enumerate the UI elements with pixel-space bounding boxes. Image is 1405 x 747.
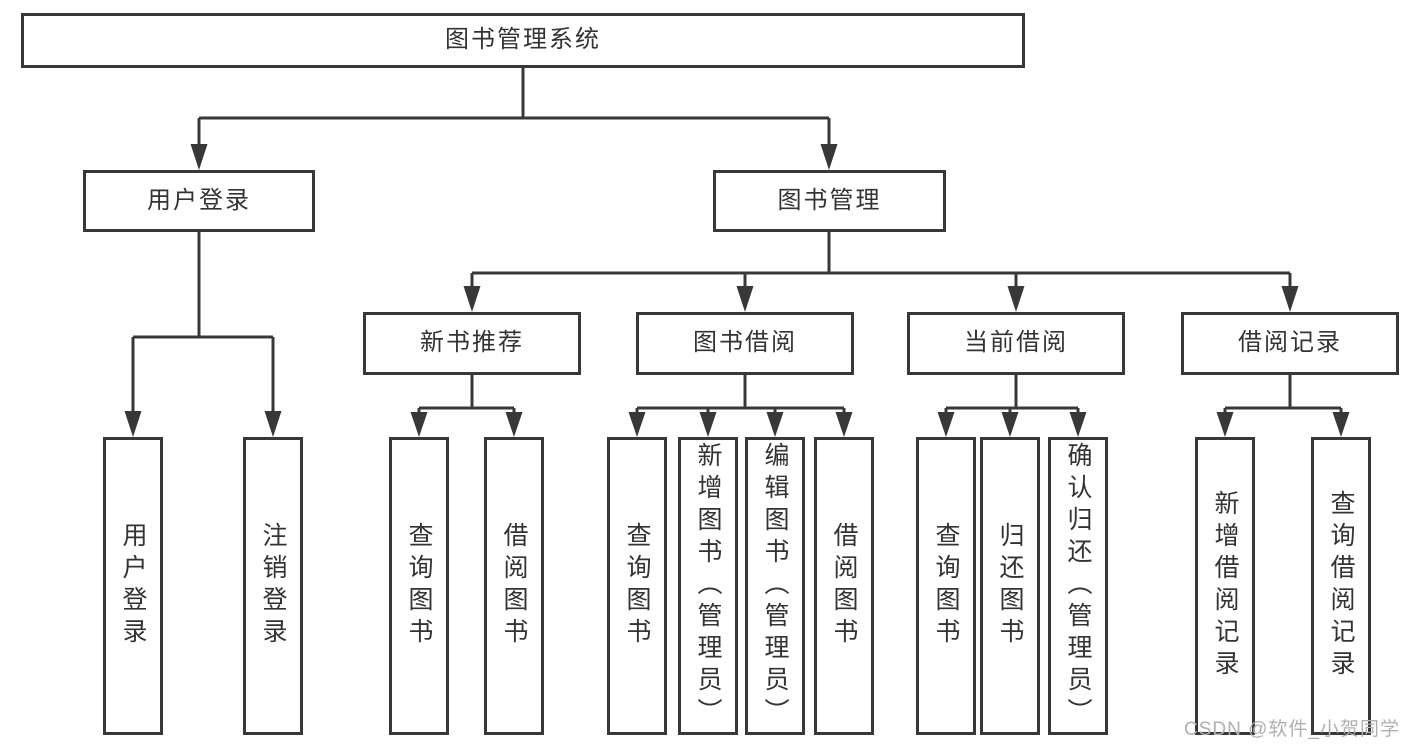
arrowheads [124,144,1350,437]
leaf-borrow-edit-books-admin: 编辑图书（管理员） [745,437,805,735]
leaf-records-query-record: 查询借阅记录 [1311,437,1371,735]
leaf-logout: 注销登录 [243,437,303,735]
leaf-records-add-record: 新增借阅记录 [1195,437,1255,735]
leaf-borrow-query-books: 查询图书 [607,437,667,735]
connector-paths [131,68,1343,414]
node-new-book-recommend: 新书推荐 [363,312,581,375]
leaf-current-confirm-return-admin: 确认归还（管理员） [1048,437,1108,735]
csdn-watermark: CSDN @软件_小贺同学 [1184,719,1400,740]
leaf-user-login: 用户登录 [103,437,163,735]
node-book-management: 图书管理 [713,170,946,232]
node-borrowing-records: 借阅记录 [1181,312,1399,375]
node-book-borrowing: 图书借阅 [636,312,854,375]
node-library-system: 图书管理系统 [21,13,1025,68]
leaf-newbook-query-books: 查询图书 [389,437,449,735]
node-current-borrowing: 当前借阅 [907,312,1125,375]
leaf-current-return-books: 归还图书 [980,437,1040,735]
node-user-login: 用户登录 [83,170,315,232]
leaf-current-query-books: 查询图书 [916,437,976,735]
leaf-borrow-add-books-admin: 新增图书（管理员） [678,437,738,735]
leaf-borrow-borrow-books: 借阅图书 [814,437,874,735]
leaf-newbook-borrow-books: 借阅图书 [484,437,544,735]
